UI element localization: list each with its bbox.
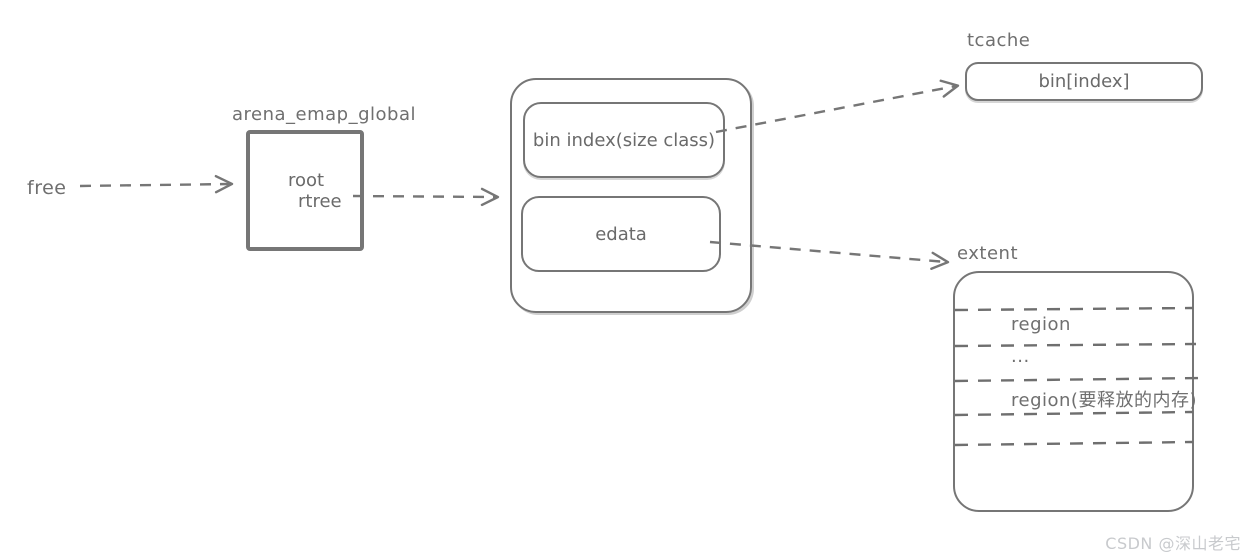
edata-box: edata bbox=[521, 196, 721, 272]
bin-index-box: bin index(size class) bbox=[523, 102, 725, 178]
arena-root-label: root bbox=[288, 169, 325, 191]
tcache-bin-label: bin[index] bbox=[1038, 71, 1130, 92]
extent-title: extent bbox=[957, 243, 1019, 264]
tcache-title: tcache bbox=[967, 30, 1031, 51]
arena-emap-global-box: root rtree bbox=[246, 130, 364, 251]
tcache-box: bin[index] bbox=[965, 62, 1203, 101]
extent-region-free-row: region(要释放的内存) bbox=[1011, 390, 1197, 411]
arrow-bin-index-to-tcache bbox=[715, 79, 960, 134]
arrow-rtree-to-emap bbox=[352, 187, 500, 207]
edata-label: edata bbox=[595, 223, 647, 245]
arena-rtree-label: rtree bbox=[298, 190, 342, 212]
emap-container-box bbox=[510, 78, 752, 313]
arrow-free-to-arena bbox=[79, 174, 234, 194]
free-label: free bbox=[27, 177, 67, 199]
bin-index-label: bin index(size class) bbox=[532, 129, 716, 151]
arena-emap-global-title: arena_emap_global bbox=[232, 104, 417, 125]
extent-region-row: region bbox=[1011, 314, 1071, 335]
watermark: CSDN @深山老宅 bbox=[1105, 534, 1241, 553]
extent-box bbox=[953, 271, 1194, 512]
extent-ellipsis-row: ... bbox=[1011, 346, 1030, 367]
